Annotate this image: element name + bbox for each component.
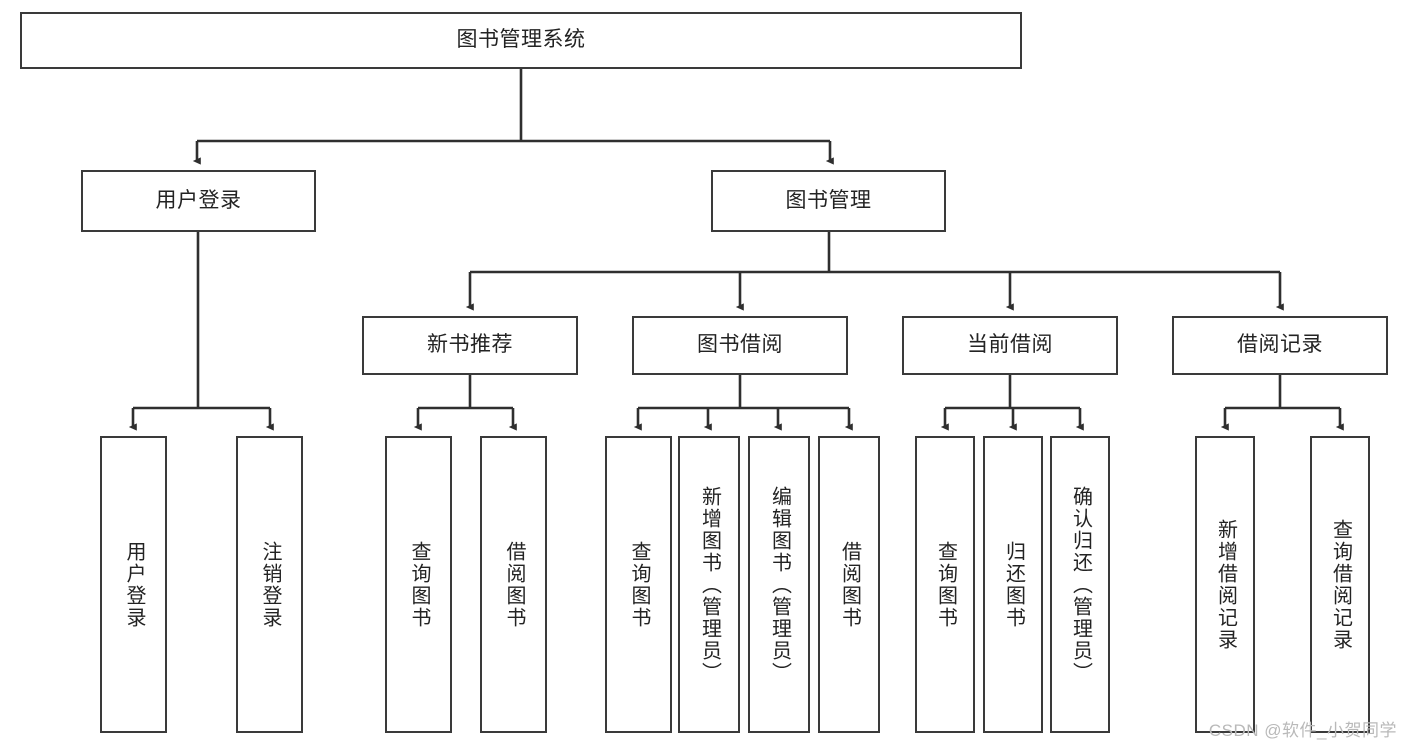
new-book-recommend[interactable]: 新书推荐 — [362, 316, 578, 375]
borrow-record[interactable]: 借阅记录 — [1172, 316, 1388, 375]
new-book-recommend-label: 新书推荐 — [427, 333, 513, 357]
leaf-add-book-label: 新增图书（管理员） — [698, 485, 721, 684]
node-root-label: 图书管理系统 — [456, 28, 586, 52]
leaf-user-login-label: 用户登录 — [123, 540, 145, 629]
leaf-return-book[interactable]: 归还图书 — [983, 436, 1043, 733]
leaf-query-record-label: 查询借阅记录 — [1329, 518, 1352, 651]
book-borrow[interactable]: 图书借阅 — [632, 316, 848, 375]
leaf-query-book-2-label: 查询图书 — [628, 540, 650, 629]
book-borrow-label: 图书借阅 — [697, 333, 783, 357]
leaf-confirm-return[interactable]: 确认归还（管理员） — [1050, 436, 1110, 733]
leaf-borrow-book-2[interactable]: 借阅图书 — [818, 436, 880, 733]
leaf-add-record-label: 新增借阅记录 — [1214, 518, 1237, 651]
leaf-query-book-1-label: 查询图书 — [408, 540, 430, 629]
leaf-query-book-2[interactable]: 查询图书 — [605, 436, 672, 733]
leaf-logout[interactable]: 注销登录 — [236, 436, 303, 733]
leaf-add-book[interactable]: 新增图书（管理员） — [678, 436, 740, 733]
leaf-query-record[interactable]: 查询借阅记录 — [1310, 436, 1370, 733]
leaf-edit-book[interactable]: 编辑图书（管理员） — [748, 436, 810, 733]
book-manage-label: 图书管理 — [785, 188, 872, 212]
leaf-return-book-label: 归还图书 — [1002, 540, 1025, 629]
leaf-add-record[interactable]: 新增借阅记录 — [1195, 436, 1255, 733]
leaf-edit-book-label: 编辑图书（管理员） — [768, 485, 791, 684]
leaf-borrow-book-1-label: 借阅图书 — [503, 540, 525, 629]
leaf-borrow-book-1[interactable]: 借阅图书 — [480, 436, 547, 733]
leaf-borrow-book-2-label: 借阅图书 — [838, 540, 861, 629]
leaf-logout-label: 注销登录 — [259, 540, 281, 629]
node-root-system[interactable]: 图书管理系统 — [20, 12, 1022, 69]
user-login-label: 用户登录 — [155, 188, 242, 212]
leaf-confirm-return-label: 确认归还（管理员） — [1069, 485, 1092, 684]
book-manage[interactable]: 图书管理 — [711, 170, 946, 232]
leaf-query-book-3-label: 查询图书 — [934, 540, 957, 629]
watermark-text: CSDN @软件_小贺同学 — [1208, 721, 1397, 740]
leaf-user-login[interactable]: 用户登录 — [100, 436, 167, 733]
leaf-query-book-1[interactable]: 查询图书 — [385, 436, 452, 733]
borrow-record-label: 借阅记录 — [1237, 333, 1323, 357]
leaf-query-book-3[interactable]: 查询图书 — [915, 436, 975, 733]
current-borrow[interactable]: 当前借阅 — [902, 316, 1118, 375]
current-borrow-label: 当前借阅 — [967, 333, 1053, 357]
user-login[interactable]: 用户登录 — [81, 170, 316, 232]
